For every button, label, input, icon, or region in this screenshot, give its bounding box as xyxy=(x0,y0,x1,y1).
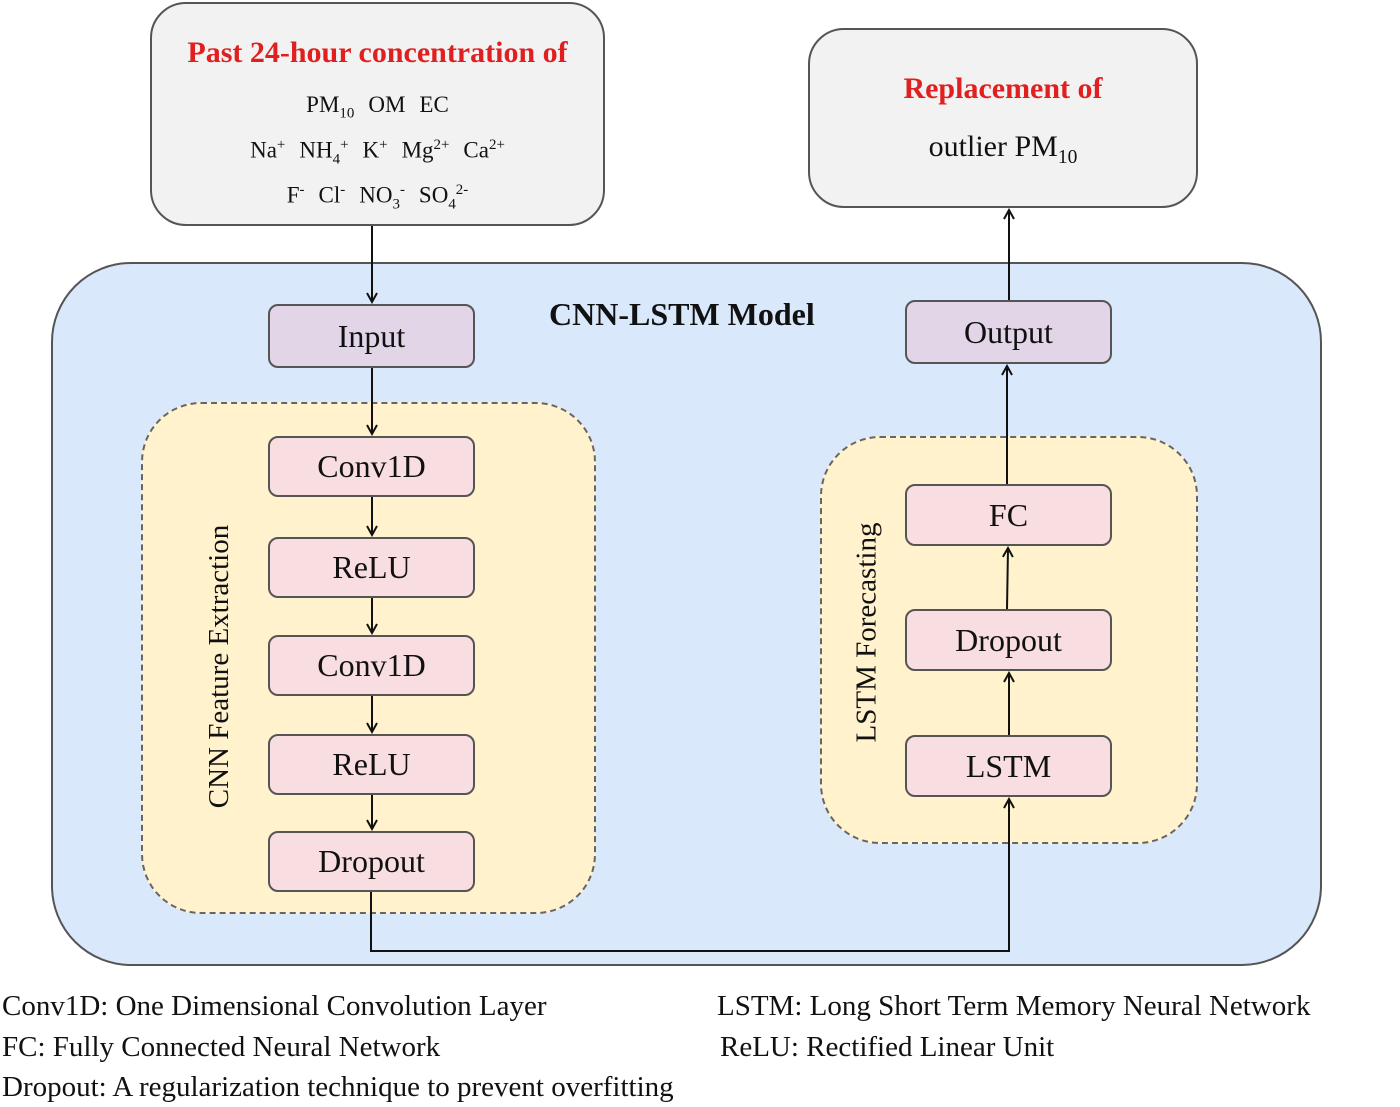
species-item: OM xyxy=(368,92,406,117)
arrow-dropout-to-fc xyxy=(1007,548,1008,610)
legend-fc: FC: Fully Connected Neural Network xyxy=(2,1031,441,1063)
output-box-text: outlier PM10 xyxy=(928,130,1078,168)
cnn-layer-relu-1: ReLU xyxy=(268,537,475,598)
species-item: Mg2+ xyxy=(401,137,450,163)
model-title: CNN-LSTM Model xyxy=(549,296,815,332)
cnn-layer-dropout: Dropout xyxy=(268,831,475,892)
cnn-layer-relu-2: ReLU xyxy=(268,734,475,795)
species-item: EC xyxy=(419,92,449,117)
output-replacement-box: Replacement of outlier PM10 xyxy=(808,28,1198,208)
species-item: PM10 xyxy=(306,92,355,122)
output-node: Output xyxy=(905,300,1112,364)
species-item: Cl- xyxy=(318,182,346,208)
species-item: Na+ xyxy=(250,137,286,163)
legend-dropout: Dropout: A regularization technique to p… xyxy=(2,1071,674,1103)
legend-conv1d: Conv1D: One Dimensional Convolution Laye… xyxy=(2,990,547,1022)
lstm-layer-lstm: LSTM xyxy=(905,735,1112,797)
input-node: Input xyxy=(268,304,475,368)
output-box-title: Replacement of xyxy=(903,72,1103,105)
species-line-3: F- Cl- NO3- SO42- xyxy=(152,182,603,213)
lstm-layer-dropout: Dropout xyxy=(905,609,1112,671)
species-item: Ca2+ xyxy=(463,137,505,163)
species-line-2: Na+ NH4+ K+ Mg2+ Ca2+ xyxy=(152,137,603,168)
species-item: SO42- xyxy=(418,182,469,213)
input-concentration-box: Past 24-hour concentration of PM10 OM EC N… xyxy=(150,2,605,226)
species-line-1: PM10 OM EC xyxy=(152,92,603,123)
species-item: F- xyxy=(286,182,305,208)
species-item: NH4+ xyxy=(299,137,349,168)
legend-relu: ReLU: Rectified Linear Unit xyxy=(720,1031,1055,1063)
species-item: NO3- xyxy=(359,182,405,213)
arrow-dropout-to-lstm xyxy=(370,799,1009,952)
cnn-layer-conv1d-2: Conv1D xyxy=(268,635,475,696)
species-item: K+ xyxy=(362,137,388,163)
lstm-layer-fc: FC xyxy=(905,484,1112,546)
cnn-layer-conv1d-1: Conv1D xyxy=(268,436,475,497)
legend-lstm: LSTM: Long Short Term Memory Neural Netw… xyxy=(717,990,1311,1022)
input-box-title: Past 24-hour concentration of xyxy=(187,36,568,69)
